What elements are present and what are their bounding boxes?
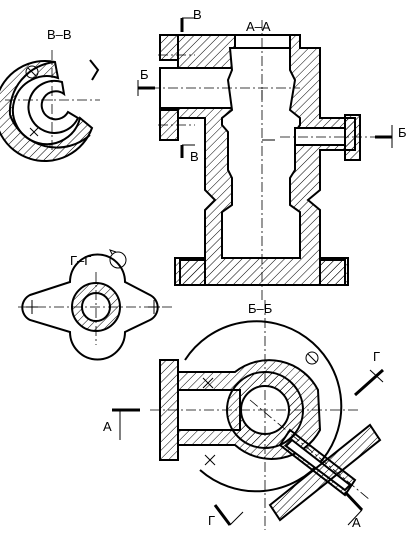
section-aa-view xyxy=(137,17,393,300)
mark-b-left: Б xyxy=(140,67,149,82)
mark-v-top: В xyxy=(193,7,202,22)
section-gg-label: Г–Г xyxy=(70,253,92,268)
mark-g-right: Г xyxy=(373,349,381,364)
section-gg-view xyxy=(18,249,175,361)
section-vv-label: В–В xyxy=(47,27,72,42)
mark-g-bottom: Г xyxy=(208,513,216,528)
section-bb-view xyxy=(112,300,384,530)
section-aa-label: А–А xyxy=(246,19,271,34)
mark-v-bottom: В xyxy=(190,149,199,164)
mark-b-right: Б xyxy=(398,125,407,140)
section-vv-view xyxy=(0,50,100,162)
section-bb-label: Б–Б xyxy=(248,301,273,316)
mark-a-bottom: А xyxy=(352,515,361,530)
mark-a-left: А xyxy=(103,419,112,434)
